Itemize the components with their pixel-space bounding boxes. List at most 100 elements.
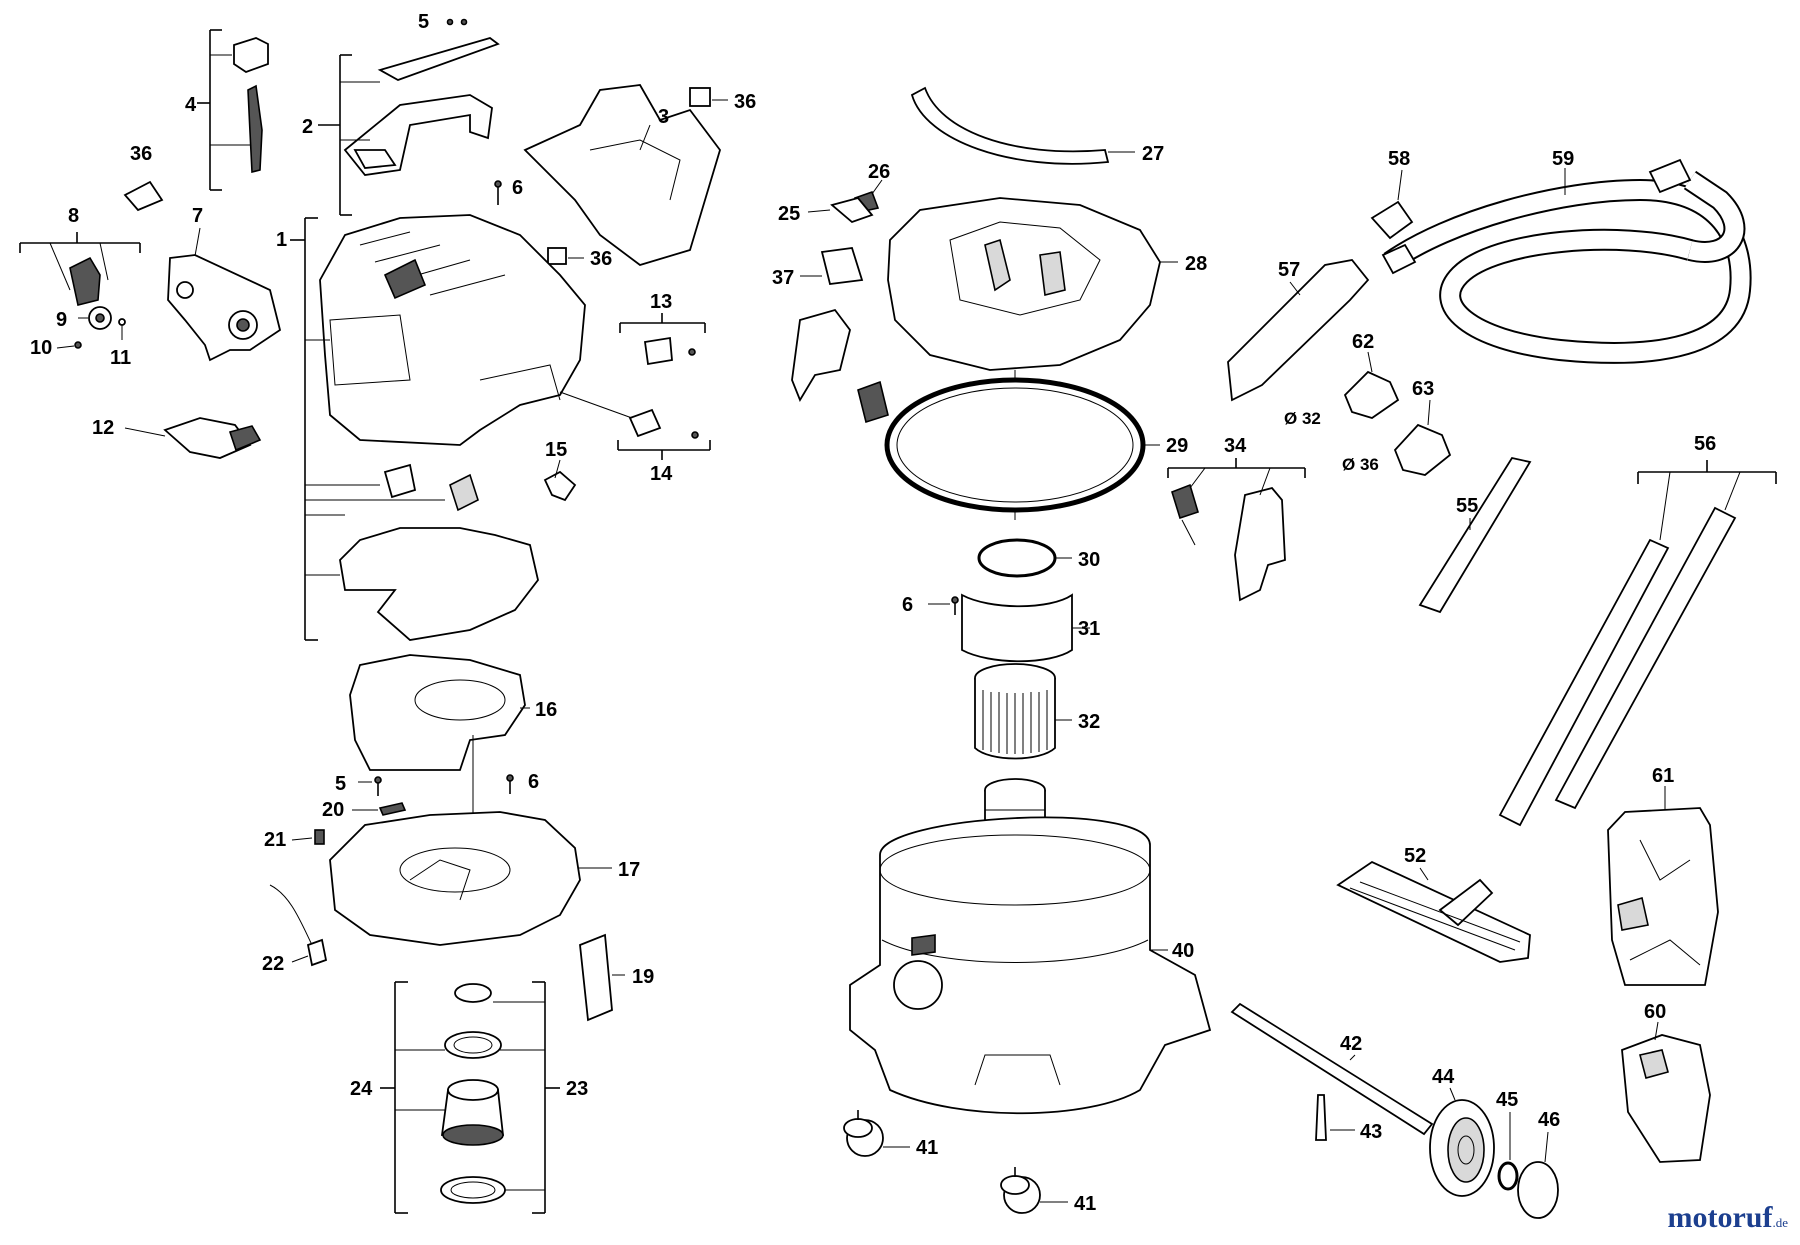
label-6-mid: 6 — [528, 771, 539, 793]
part-34-float-set — [1167, 458, 1306, 602]
part-31-filter-collar — [961, 593, 1090, 663]
label-11: 11 — [110, 347, 131, 369]
watermark-suffix: .de — [1772, 1215, 1788, 1230]
label-14: 14 — [650, 463, 673, 485]
label-46: 46 — [1538, 1109, 1560, 1131]
part-42-axle — [1230, 1002, 1434, 1136]
watermark-name: motoruf — [1667, 1201, 1773, 1234]
label-5-top: 5 — [418, 11, 429, 33]
part-61-filter-bag — [1607, 786, 1719, 986]
part-56-extension-tubes — [1498, 460, 1777, 827]
part-36-pad-mid — [547, 247, 584, 265]
label-d36: Ø 36 — [1342, 455, 1379, 474]
part-40-tank — [849, 816, 1212, 1115]
label-58: 58 — [1388, 148, 1410, 170]
label-19: 19 — [632, 966, 654, 988]
label-13: 13 — [650, 291, 672, 313]
label-36-mid: 36 — [590, 248, 612, 270]
part-3-cover — [523, 84, 721, 266]
label-52: 52 — [1404, 845, 1426, 867]
label-d32: Ø 32 — [1284, 409, 1321, 428]
part-58-adapter — [1370, 169, 1414, 240]
part-25-latch — [807, 196, 874, 224]
label-26: 26 — [868, 161, 890, 183]
part-37-latch-parts — [791, 308, 889, 424]
label-23: 23 — [566, 1078, 588, 1100]
label-4: 4 — [185, 94, 197, 116]
part-55-crevice-nozzle — [1418, 456, 1532, 614]
part-52-floor-nozzle — [1336, 860, 1531, 963]
label-21: 21 — [264, 829, 286, 851]
part-2-carry-handle — [318, 54, 493, 216]
label-41-right: 41 — [1074, 1193, 1096, 1215]
label-31: 31 — [1078, 618, 1100, 640]
part-27-strip — [910, 86, 1135, 165]
part-63-adapter — [1393, 399, 1452, 476]
label-56: 56 — [1694, 433, 1716, 455]
label-40: 40 — [1172, 940, 1194, 962]
part-21-clip — [314, 829, 325, 845]
label-25: 25 — [778, 203, 800, 225]
label-15: 15 — [545, 439, 567, 461]
label-45: 45 — [1496, 1089, 1518, 1111]
label-3: 3 — [658, 106, 669, 128]
label-55: 55 — [1456, 495, 1478, 517]
part-46-hubcap — [1517, 1161, 1559, 1219]
label-62: 62 — [1352, 331, 1374, 353]
part-6-screw-center — [928, 596, 959, 615]
label-6-center: 6 — [902, 594, 913, 616]
part-15-connector — [543, 459, 577, 502]
label-57: 57 — [1278, 259, 1300, 281]
part-23-24-motor-set — [380, 981, 560, 1214]
part-7-control-panel — [167, 254, 282, 362]
part-41-castor-left — [843, 1110, 910, 1157]
label-6-top: 6 — [512, 177, 523, 199]
label-2: 2 — [302, 116, 313, 138]
part-6-screw-mid — [506, 774, 514, 794]
label-20: 20 — [322, 799, 344, 821]
label-1: 1 — [276, 229, 287, 251]
label-34: 34 — [1224, 435, 1247, 457]
part-19-pad — [579, 933, 625, 1022]
label-12: 12 — [92, 417, 114, 439]
label-43: 43 — [1360, 1121, 1382, 1143]
part-36-pad-left — [123, 180, 164, 212]
part-1-clips-and-foam — [339, 463, 539, 641]
part-29-gasket — [884, 377, 1160, 513]
part-37-pad — [800, 247, 864, 285]
part-22-wire-clip — [269, 884, 328, 967]
label-36-top: 36 — [734, 91, 756, 113]
part-36-pad-top — [689, 87, 728, 107]
label-42: 42 — [1340, 1033, 1362, 1055]
part-45-washer — [1497, 1161, 1519, 1191]
label-30: 30 — [1078, 549, 1100, 571]
label-27: 27 — [1142, 143, 1164, 165]
part-16-motor-shroud — [349, 654, 530, 771]
part-1-motor-housing — [290, 214, 586, 641]
part-17-motor-base — [329, 811, 581, 946]
part-11-indicator — [118, 318, 126, 340]
label-60: 60 — [1644, 1001, 1666, 1023]
label-7: 7 — [192, 205, 203, 227]
label-10: 10 — [30, 337, 52, 359]
part-20-seal-strip — [378, 802, 407, 816]
label-32: 32 — [1078, 711, 1100, 733]
label-37: 37 — [772, 267, 794, 289]
part-14-cable-clip — [559, 391, 711, 460]
part-28-filter-head — [887, 197, 1178, 371]
part-43-screw — [1315, 1094, 1355, 1141]
label-44: 44 — [1432, 1066, 1455, 1088]
label-5-mid: 5 — [335, 773, 346, 795]
part-12-electronics — [124, 417, 262, 459]
part-59-hose — [1381, 158, 1752, 364]
motoruf-watermark-logo: motoruf.de — [1667, 1201, 1788, 1235]
part-44-wheel — [1429, 1099, 1495, 1197]
label-16: 16 — [535, 699, 557, 721]
label-28: 28 — [1185, 253, 1207, 275]
part-5-screw-mid — [374, 776, 382, 796]
label-22: 22 — [262, 953, 284, 975]
part-9-knob — [88, 306, 112, 330]
part-62-adapter — [1343, 351, 1400, 419]
label-24: 24 — [350, 1078, 373, 1100]
